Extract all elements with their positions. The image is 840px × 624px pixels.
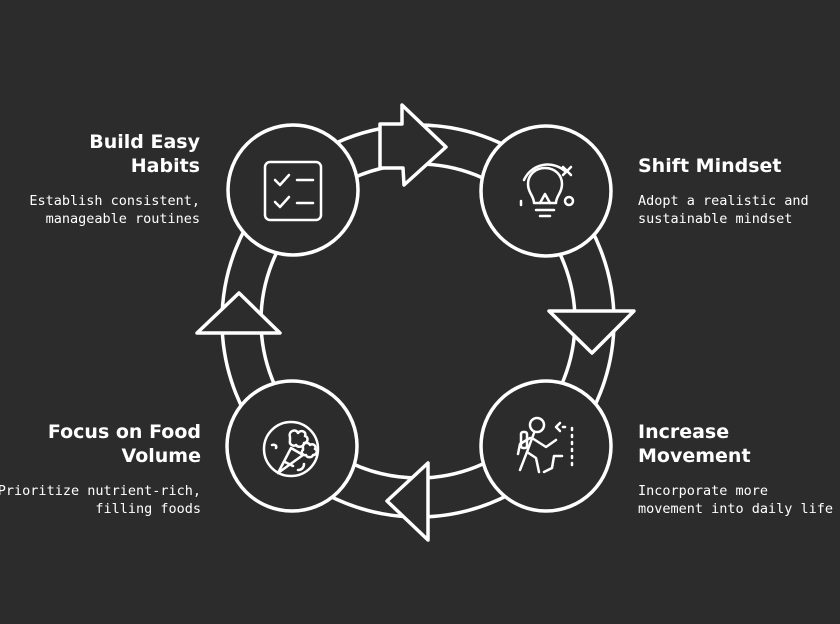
step-title: Build Easy Habits	[89, 131, 200, 177]
lightbulb-icon	[519, 163, 575, 218]
checklist-icon	[263, 160, 323, 222]
vegetables-plate-icon	[262, 420, 320, 478]
step-description: Prioritize nutrient-rich, filling foods	[0, 483, 201, 517]
node-shift-mindset	[479, 124, 613, 258]
arrow-top-right	[378, 103, 448, 187]
step-build-habits: Build Easy Habits Establish consistent, …	[0, 130, 200, 228]
arrow-right-down	[547, 309, 636, 355]
cycle-nodes	[225, 123, 613, 513]
step-title: Shift Mindset	[638, 155, 782, 177]
step-shift-mindset: Shift Mindset Adopt a realistic and sust…	[638, 154, 840, 228]
cycle-arrows	[195, 103, 636, 542]
step-focus-food-volume: Focus on Food Volume Prioritize nutrient…	[0, 420, 201, 518]
walking-person-icon	[516, 416, 574, 474]
step-description: Incorporate more movement into daily lif…	[638, 483, 834, 517]
step-title: Increase Movement	[638, 421, 751, 467]
step-increase-movement: Increase Movement Incorporate more movem…	[638, 420, 840, 518]
arrow-left-up	[195, 291, 282, 335]
step-title: Focus on Food Volume	[47, 421, 201, 467]
step-description: Adopt a realistic and sustainable mindse…	[638, 193, 809, 227]
step-description: Establish consistent, manageable routine…	[29, 193, 200, 227]
arrow-bottom-left	[385, 461, 430, 542]
node-build-habits	[226, 123, 360, 257]
